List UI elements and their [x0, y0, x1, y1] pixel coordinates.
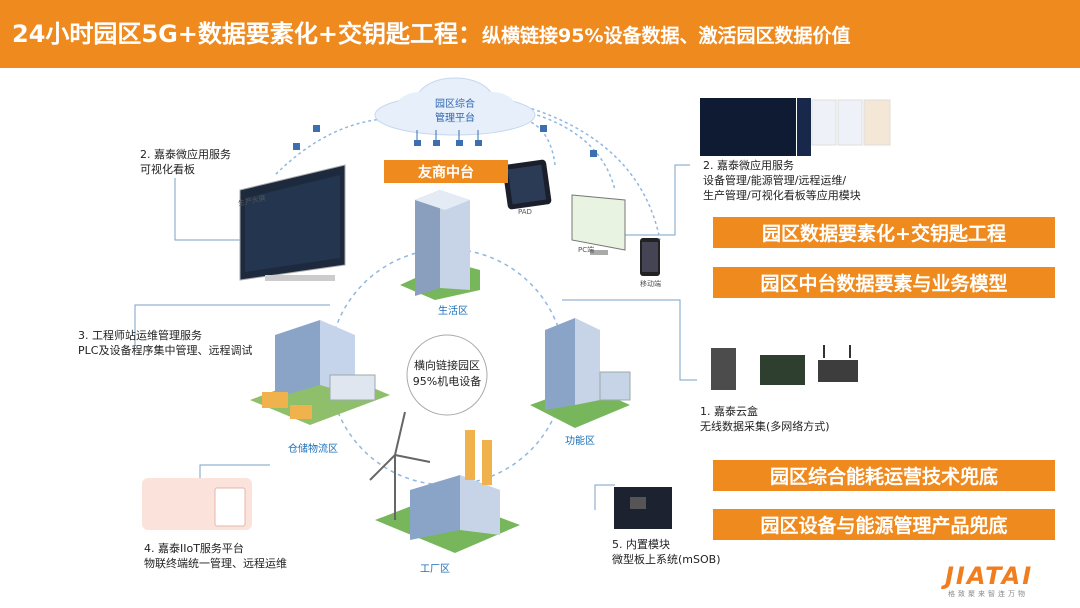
- banner-4: 园区设备与能源管理产品兜底: [713, 509, 1055, 540]
- jiatai-tagline: 格致聚来智连万物: [948, 590, 1028, 598]
- center-label: 横向链接园区 95%机电设备: [412, 359, 482, 388]
- monitor-icon[interactable]: [239, 164, 346, 281]
- zone-warehouse: 仓储物流区: [288, 444, 338, 455]
- zone-function: 功能区: [565, 436, 595, 447]
- connector-lines: [134, 164, 697, 530]
- cloud-icon[interactable]: [374, 77, 536, 136]
- tablet-icon[interactable]: [502, 159, 552, 210]
- wind-turbine-icon: [369, 411, 431, 520]
- label-micro-app-left: 2. 嘉泰微应用服务 可视化看板: [140, 148, 231, 176]
- pc-label: PC端: [578, 246, 595, 254]
- pc-monitor-icon[interactable]: [571, 194, 626, 255]
- label-engineer: 3. 工程师站运维管理服务 PLC及设备程序集中管理、远程调试: [78, 329, 253, 357]
- lock-icons: [414, 130, 482, 146]
- link-lock-icons: [293, 125, 597, 157]
- banner-1: 园区数据要素化+交钥匙工程: [713, 217, 1055, 248]
- iiot-illustration: [142, 478, 252, 530]
- title-main: 24小时园区5G+数据要素化+交钥匙工程：: [12, 20, 483, 48]
- zone-factory: 工厂区: [420, 564, 450, 575]
- pad-label: PAD: [518, 208, 532, 216]
- jiatai-logo: JIATAI: [945, 562, 1034, 590]
- factory-icon[interactable]: [375, 430, 520, 553]
- circuit-board-icon[interactable]: [614, 487, 672, 529]
- mobile-label: 移动端: [640, 280, 661, 288]
- gateway-icons[interactable]: [711, 345, 858, 390]
- label-cloudbox: 1. 嘉泰云盒 无线数据采集(多网络方式): [700, 405, 830, 433]
- cloud-label: 园区综合 管理平台: [435, 99, 475, 124]
- center-circle: [406, 334, 488, 416]
- warehouse-icon[interactable]: [250, 320, 390, 425]
- youshang-platform-badge[interactable]: 友商中台: [384, 160, 508, 183]
- header-bar: 24小时园区5G+数据要素化+交钥匙工程：纵横链接95%设备数据、激活园区数据价…: [0, 0, 1080, 68]
- page-title: 24小时园区5G+数据要素化+交钥匙工程：纵横链接95%设备数据、激活园区数据价…: [12, 14, 851, 49]
- banner-2: 园区中台数据要素与业务模型: [713, 267, 1055, 298]
- zone-living: 生活区: [438, 306, 468, 317]
- dashboard-thumbnails: [700, 98, 891, 156]
- title-sub: 纵横链接95%设备数据、激活园区数据价值: [482, 25, 851, 47]
- label-micro-app-right: 2. 嘉泰微应用服务 设备管理/能源管理/远程运维/ 生产管理/可视化看板等应用…: [703, 159, 861, 202]
- building-icon[interactable]: [400, 190, 480, 300]
- function-building-icon[interactable]: [530, 318, 631, 428]
- phone-icon[interactable]: [640, 238, 660, 276]
- banner-3: 园区综合能耗运营技术兜底: [713, 460, 1055, 491]
- label-iiot: 4. 嘉泰IIoT服务平台 物联终端统一管理、远程运维: [144, 542, 287, 570]
- label-module: 5. 内置模块 微型板上系统(mSOB): [612, 538, 721, 566]
